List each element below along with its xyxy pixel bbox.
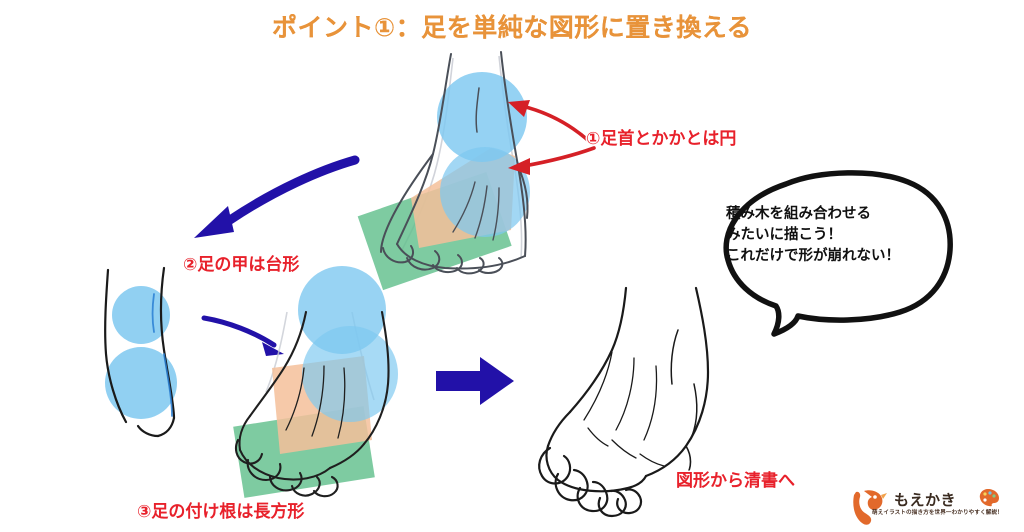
shape-circle-heel	[105, 347, 177, 419]
foot-figure-circles-only	[82, 258, 207, 438]
annotation-step3: ③足の付け根は長方形	[137, 502, 305, 521]
pointer-arrow-icon-upper	[508, 100, 592, 144]
pointer-arrow-icon-lower	[508, 146, 596, 175]
foot-figure-shapes-assembled	[232, 266, 417, 507]
annotation-step2: ②足の甲は台形	[183, 255, 300, 274]
bird-icon	[853, 490, 887, 525]
palette-icon	[979, 489, 999, 507]
shape-circle-ankle	[437, 72, 527, 162]
red-arrow-group	[498, 86, 608, 176]
foot-figure-clean-lineart	[500, 286, 730, 518]
brand-logo[interactable]: もえかき 萌えイラストの描き方を世界一わかりやすく解説！	[846, 487, 1018, 529]
annotation-step1: ①足首とかかとは円	[586, 129, 737, 148]
block-arrow-right-icon	[436, 355, 516, 407]
foot-figure-full-shapes	[357, 51, 575, 291]
shape-circle-ankle	[112, 286, 170, 344]
speech-bubble	[700, 170, 960, 337]
speech-bubble-text: 積み木を組み合わせる みたいに描こう！ これだけで形が崩れない！	[726, 206, 900, 264]
logo-name: もえかき	[894, 492, 957, 509]
logo-tagline: 萌えイラストの描き方を世界一わかりやすく解説！	[872, 510, 1003, 516]
page-title: ポイント①：足を単純な図形に置き換える	[272, 14, 752, 42]
page-title-outline: ポイント①：足を単純な図形に置き換える	[270, 12, 753, 44]
annotation-result: 図形から清書へ	[676, 471, 795, 490]
curved-arrow-down-left-icon	[180, 140, 365, 250]
shape-circle-heel	[302, 326, 398, 422]
